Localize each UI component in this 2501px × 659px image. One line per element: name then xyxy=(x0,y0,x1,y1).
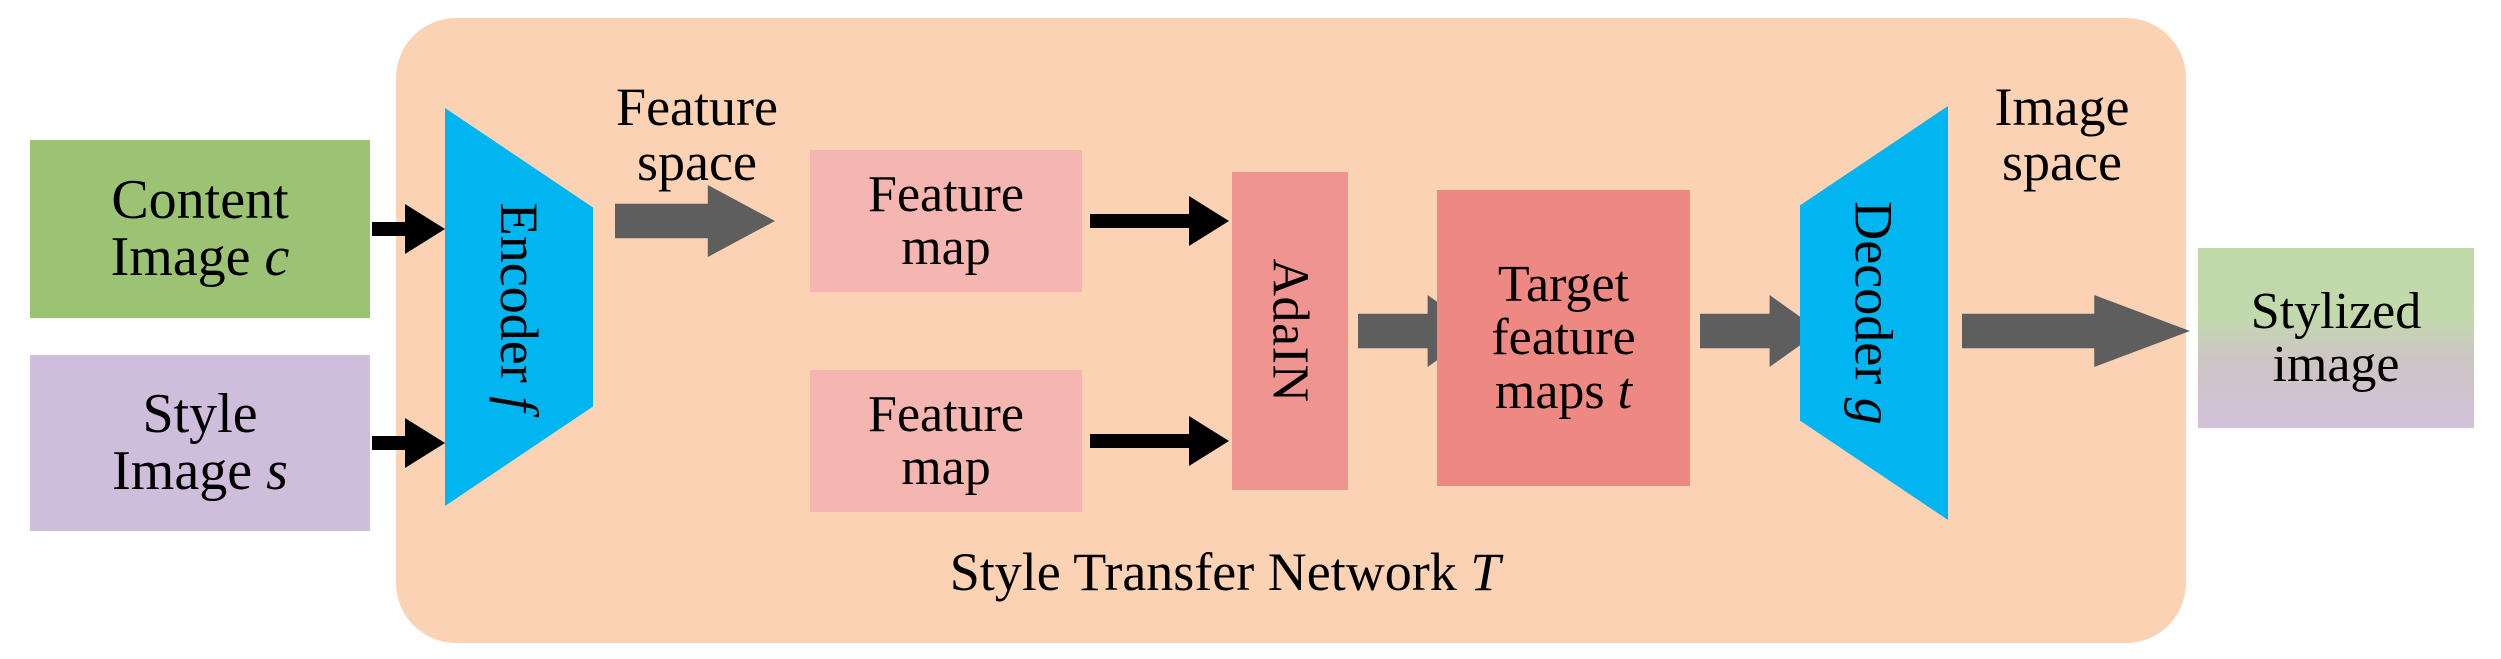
style-image-label: Style Image s xyxy=(112,382,288,502)
stylized-image-label: Stylized image xyxy=(2250,282,2422,393)
arrow-head xyxy=(405,204,445,254)
target-feature-maps-label: Target feature maps t xyxy=(1491,256,1636,420)
arrow-head xyxy=(405,418,445,468)
arrow-shaft xyxy=(372,222,412,236)
arrow-shaft xyxy=(1090,434,1196,448)
content-symbol: c xyxy=(264,226,290,288)
style-image-box: Style Image s xyxy=(30,355,370,531)
feature-space-label: Feature space xyxy=(616,77,778,193)
encoder-label: Encoder f xyxy=(489,202,550,412)
arrow-head xyxy=(1189,196,1229,246)
target-feature-maps-box: Target feature maps t xyxy=(1437,190,1690,486)
stylized-image-box: Stylized image xyxy=(2198,248,2474,428)
content-image-box: Content Image c xyxy=(30,140,370,318)
feature-map-box-style: Feature map xyxy=(810,370,1082,512)
arrow-head xyxy=(1189,416,1229,466)
feature-map-label: Feature map xyxy=(868,385,1024,496)
target-symbol: t xyxy=(1617,362,1633,420)
feature-map-label: Feature map xyxy=(868,165,1024,276)
content-image-label: Content Image c xyxy=(110,168,290,288)
adain-box: AdaIN xyxy=(1232,172,1348,490)
network-caption: Style Transfer Network T xyxy=(949,542,1501,602)
network-caption-symbol: T xyxy=(1470,542,1501,602)
decoder-symbol: g xyxy=(1844,397,1905,425)
feature-map-box-content: Feature map xyxy=(810,150,1082,292)
decoder-label: Decoder g xyxy=(1844,201,1905,425)
encoder-symbol: f xyxy=(489,396,550,412)
adain-label: AdaIN xyxy=(1261,258,1319,404)
image-space-label: Image space xyxy=(1994,77,2130,193)
style-symbol: s xyxy=(266,440,288,502)
arrow-shaft xyxy=(372,436,412,450)
arrow-shaft xyxy=(1090,214,1196,228)
